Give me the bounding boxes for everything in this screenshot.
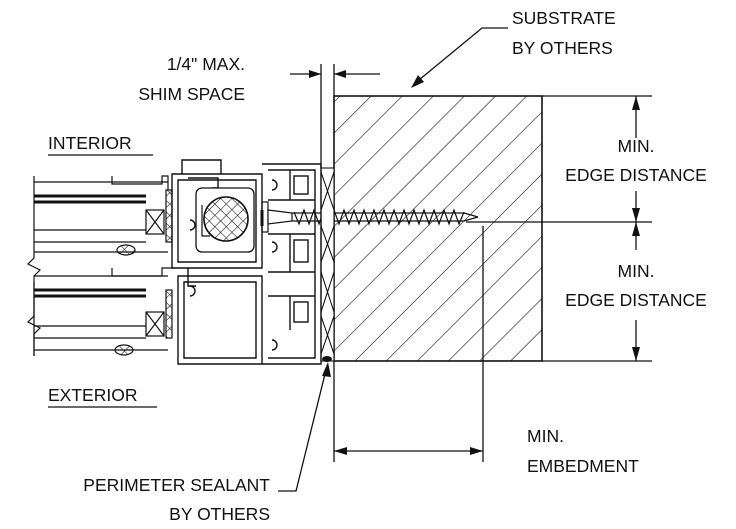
glazing-unit-lower — [34, 267, 174, 356]
substrate-block — [333, 95, 543, 362]
substrate-leader — [411, 27, 508, 88]
edge-distance-dimensions — [466, 95, 652, 362]
shim-packers — [320, 167, 335, 362]
interior-label: INTERIOR — [48, 133, 132, 153]
embedment-dimension — [333, 226, 484, 462]
edge-distance-top-label-line1: MIN. — [618, 136, 655, 156]
substrate-label-line2: BY OTHERS — [512, 38, 613, 58]
perimeter-sealant-bead — [322, 356, 332, 362]
shim-space-label-line1: 1/4" MAX. — [167, 54, 245, 74]
substrate-label-line1: SUBSTRATE — [512, 8, 616, 28]
shim-space-label-line2: SHIM SPACE — [138, 84, 245, 104]
sealant-leader — [278, 362, 331, 492]
break-lines — [26, 176, 42, 356]
edge-distance-top-label-line2: EDGE DISTANCE — [565, 165, 707, 185]
embedment-label-line1: MIN. — [527, 426, 564, 446]
thermal-break-backer — [195, 187, 255, 253]
glazing-unit-upper — [34, 175, 173, 256]
exterior-label: EXTERIOR — [48, 385, 137, 405]
sealant-label-line1: PERIMETER SEALANT — [83, 475, 270, 495]
sealant-label-line2: BY OTHERS — [169, 504, 270, 524]
edge-distance-bottom-label-line1: MIN. — [618, 261, 655, 281]
edge-distance-bottom-label-line2: EDGE DISTANCE — [565, 290, 707, 310]
embedment-label-line2: EMBEDMENT — [527, 456, 639, 476]
frame-extrusion — [171, 159, 322, 365]
shim-space-dimension — [290, 64, 380, 168]
